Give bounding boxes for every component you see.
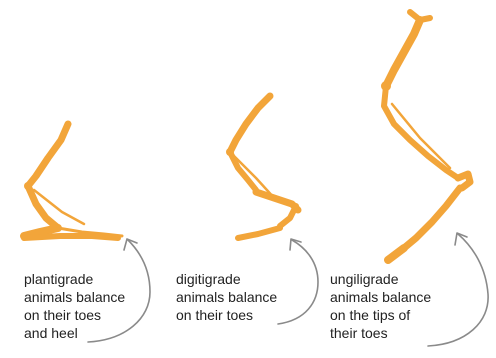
caption-line: animals balance xyxy=(330,289,432,305)
caption-line: on their toes xyxy=(176,307,254,323)
digitigrade-knee xyxy=(226,148,234,156)
digitigrade-tibia xyxy=(227,149,259,193)
plantigrade-caption: plantigrade animals balance on their toe… xyxy=(24,270,125,342)
unguligrade-hock xyxy=(454,170,474,192)
plantigrade-tibia xyxy=(24,182,62,232)
plantigrade-femur xyxy=(24,120,72,190)
plantigrade-toes xyxy=(56,226,124,238)
plantigrade-fibula xyxy=(32,188,86,226)
digitigrade-arrow xyxy=(277,239,319,325)
digitigrade-toes xyxy=(235,225,283,241)
caption-line: on the tips of xyxy=(330,307,411,323)
caption-line: animals balance xyxy=(176,289,278,305)
plantigrade-arrowhead xyxy=(123,238,138,251)
unguligrade-fibula xyxy=(390,102,452,170)
digitigrade-femur xyxy=(226,92,274,156)
unguligrade-arrow xyxy=(427,233,489,347)
plantigrade-foot xyxy=(21,233,121,241)
plantigrade-arrow xyxy=(87,239,151,343)
digitigrade-ankle xyxy=(277,203,299,229)
unguligrade-cannon xyxy=(400,184,464,252)
plantigrade-heel xyxy=(20,224,62,240)
digitigrade-fibula xyxy=(232,154,278,202)
caption-line: and heel xyxy=(24,325,78,341)
caption-line: ungiligrade xyxy=(330,271,399,287)
digitigrade-caption: digitigrade animals balance on their toe… xyxy=(176,270,277,324)
unguligrade-knee xyxy=(381,81,391,91)
unguligrade-hoof xyxy=(384,244,408,264)
plantigrade-leg xyxy=(20,120,124,241)
caption-line: their toes xyxy=(330,325,388,341)
unguligrade-tibia xyxy=(381,83,461,181)
caption-line: animals balance xyxy=(24,289,126,305)
digitigrade-metatarsal xyxy=(252,188,302,214)
caption-line: plantigrade xyxy=(24,271,94,287)
digitigrade-arrowhead xyxy=(289,238,302,251)
unguligrade-arrowhead xyxy=(454,232,468,246)
unguligrade-leg xyxy=(381,9,474,264)
unguligrade-femur xyxy=(382,16,424,90)
caption-line: on their toes xyxy=(24,307,102,323)
caption-line: digitigrade xyxy=(176,271,241,287)
pointer-arrows xyxy=(87,232,489,347)
unguligrade-caption: ungiligrade animals balance on the tips … xyxy=(330,270,431,342)
digitigrade-leg xyxy=(226,92,302,241)
plantigrade-knee xyxy=(24,182,32,190)
